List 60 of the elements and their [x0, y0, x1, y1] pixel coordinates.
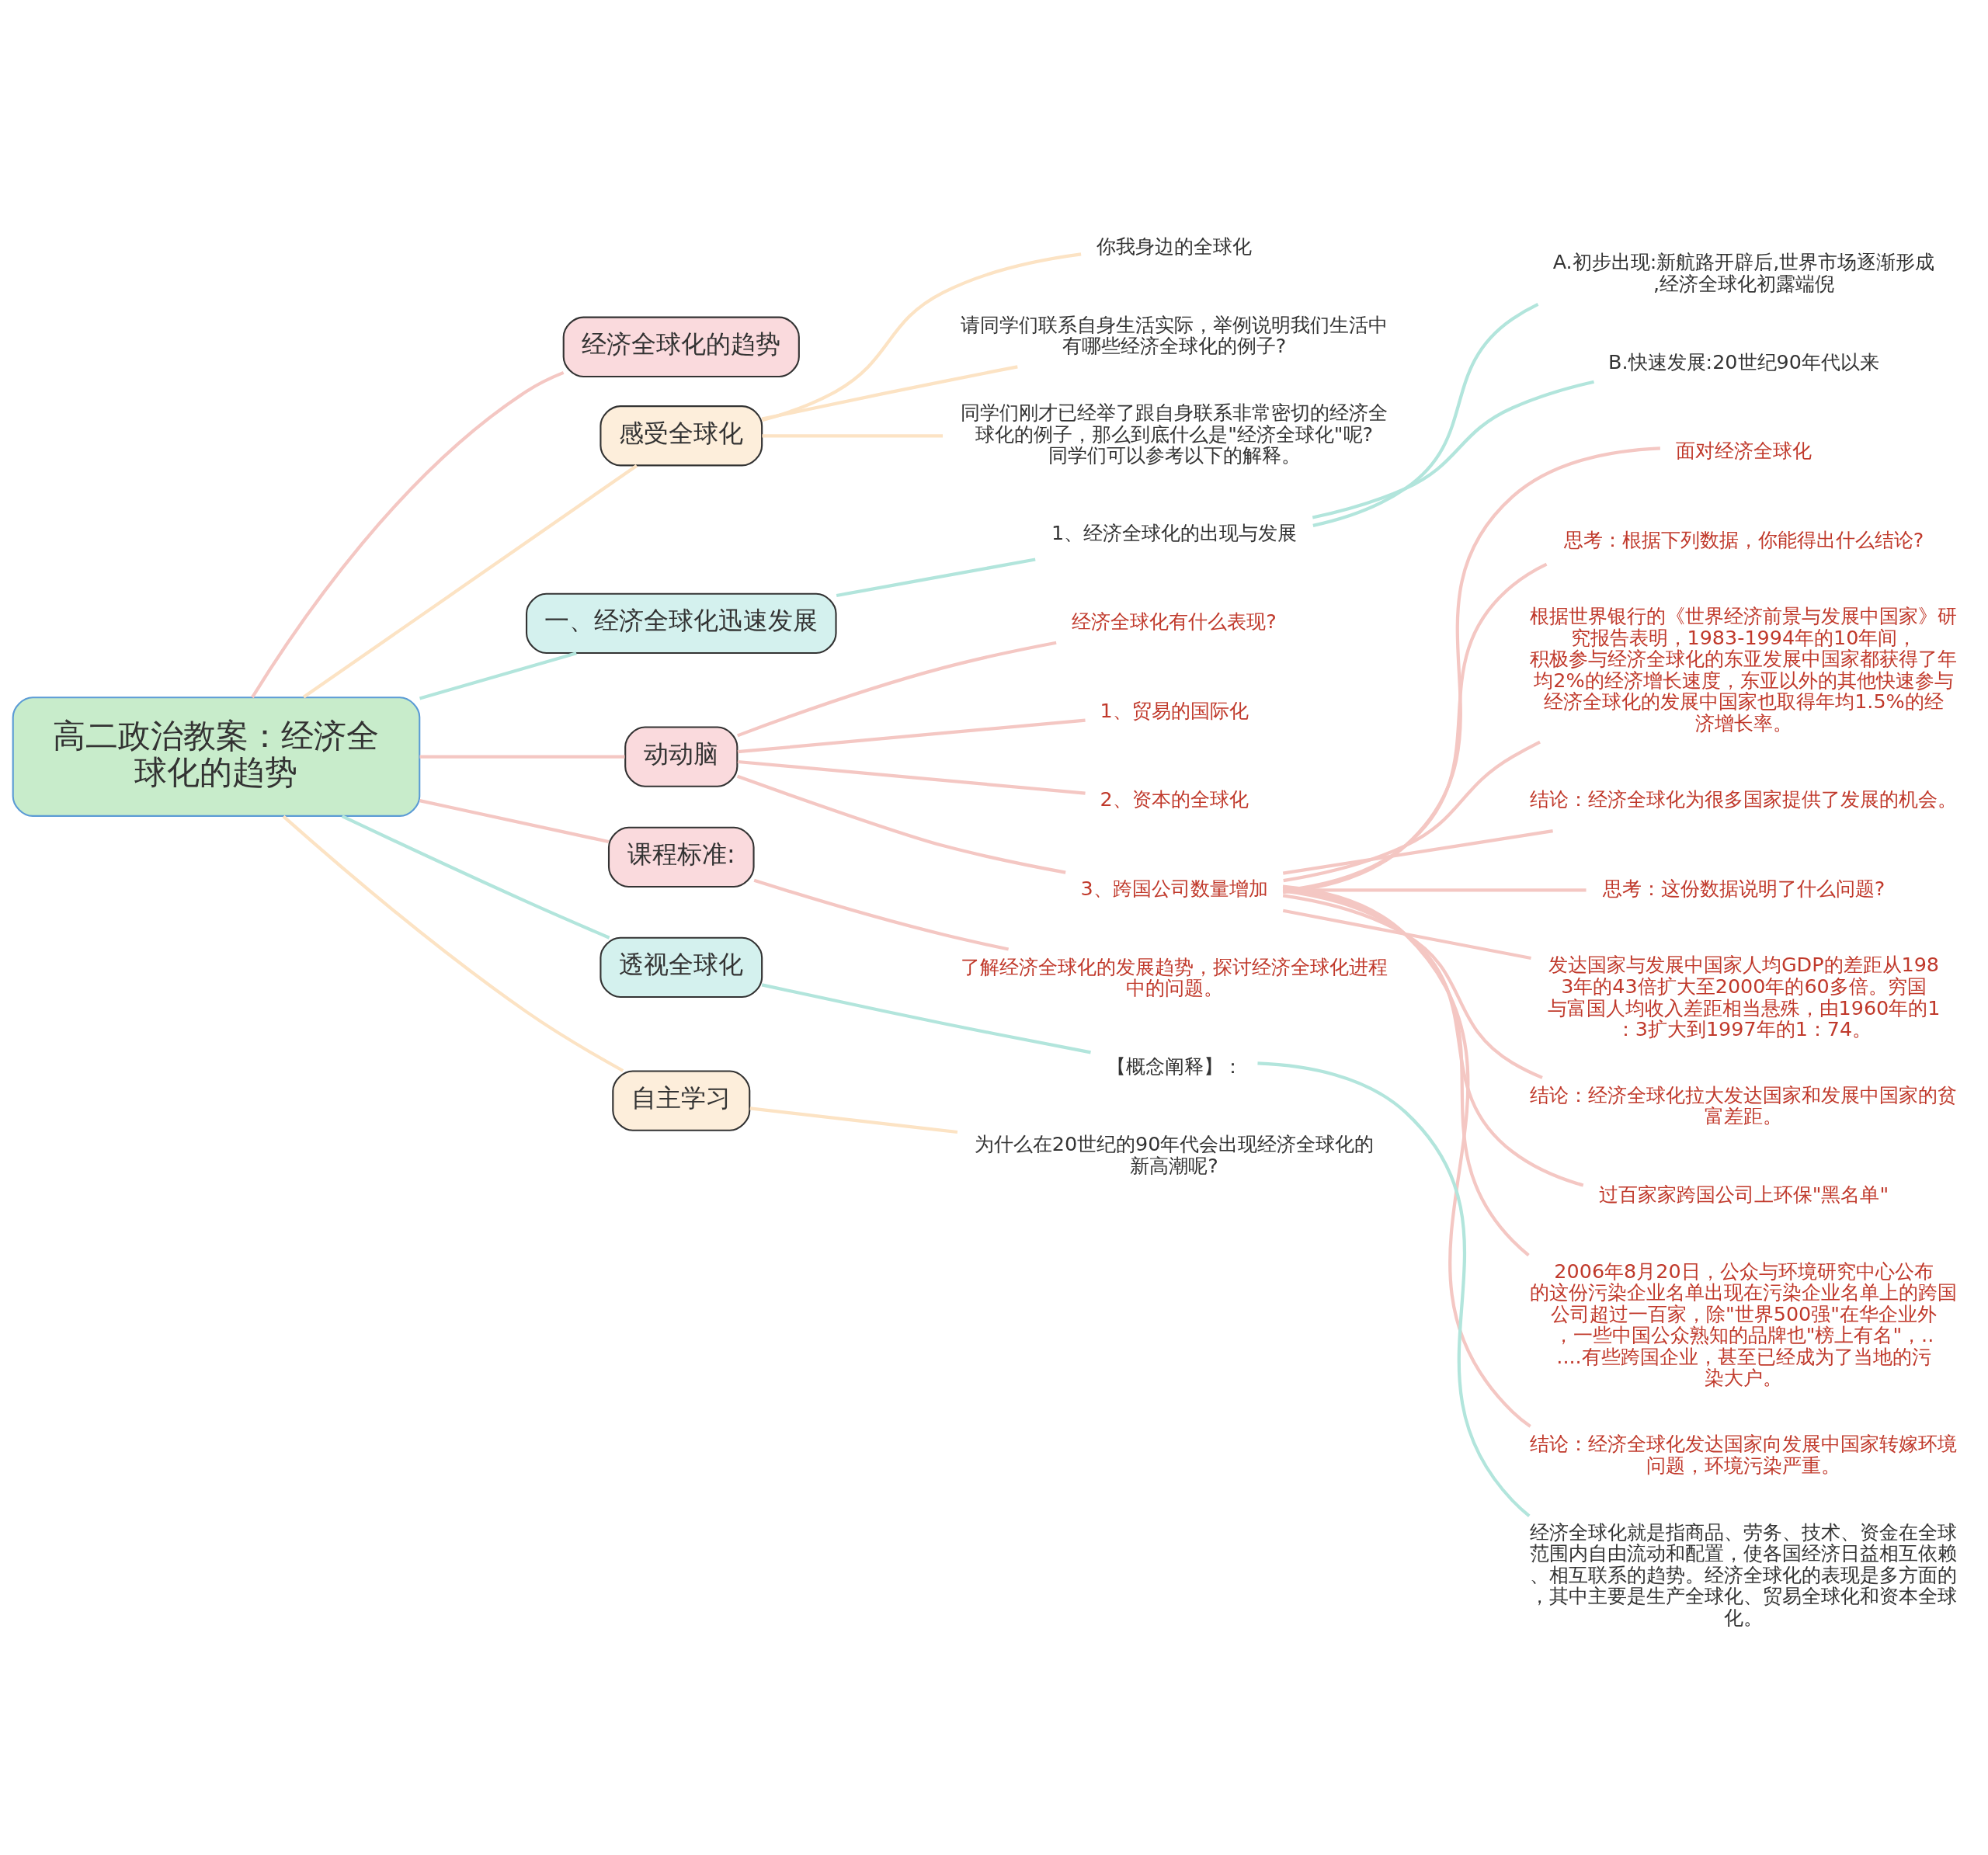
node-box: 感受全球化 — [600, 405, 763, 467]
node-text: 根据世界银行的《世界经济前景与发展中国家》研究报告表明，1983-1994年的10年间，积极参与经济全球化的东亚发展中国家都获得了年均2%的经济增长速度，东亚以外的其他快速参与经济全球化的发展中国家也取得年均1.5%的经济增长率。 — [1530, 604, 1958, 735]
node-box: 透视全球化 — [600, 936, 763, 999]
node-text: 你我身边的全球化 — [1097, 234, 1253, 259]
node-text: 结论：经济全球化发达国家向发展中国家转嫁环境问题，环境污染严重。 — [1530, 1432, 1958, 1477]
connector — [737, 718, 1086, 754]
connector — [836, 558, 1036, 598]
connector — [251, 370, 565, 699]
node-text: 过百家家跨国公司上环保"黑名单" — [1598, 1183, 1889, 1207]
node-box: 自主学习 — [612, 1070, 751, 1131]
connector — [753, 878, 1010, 951]
connector — [736, 774, 1066, 874]
connector — [419, 651, 577, 700]
node-text: 了解经济全球化的发展趋势，探讨经济全球化进程中的问题。 — [961, 954, 1388, 1000]
node-box: 一、经济全球化迅速发展 — [525, 592, 837, 655]
connector — [419, 755, 625, 759]
connector — [761, 365, 1018, 421]
connector — [1282, 884, 1531, 1428]
connector — [1282, 887, 1530, 1257]
node-text: 结论：经济全球化拉大发达国家和发展中国家的贫富差距。 — [1530, 1082, 1958, 1128]
connector — [341, 815, 610, 940]
node-text: 2、资本的全球化 — [1100, 787, 1249, 811]
node-box: 动动脑 — [624, 726, 739, 787]
node-text: A.初步出现:新航路开辟后,世界市场逐渐形成,经济全球化初露端倪 — [1552, 250, 1935, 295]
node-text: 思考：这份数据说明了什么问题? — [1602, 876, 1885, 900]
node-text: 同学们刚才已经举了跟自身联系非常密切的经济全球化的例子，那么到底什么是"经济全球化"呢?同学们可以参考以下的解释。 — [961, 401, 1388, 467]
connector — [1282, 446, 1660, 894]
connector — [749, 1106, 958, 1134]
connector — [737, 641, 1057, 738]
connector — [761, 252, 1082, 422]
node-text: 结论：经济全球化为很多国家提供了发展的机会。 — [1530, 787, 1958, 811]
node-text: 2006年8月20日，公众与环境研究中心公布的这份污染企业名单出现在污染企业名单上的跨国公司超过一百家，除"世界500强"在华企业外，一些中国公众熟知的品牌也"榜上有名"，......有些跨国企业，甚至已经成为了当地的污染大户。 — [1530, 1259, 1958, 1390]
node-text: 【概念阐释】： — [1106, 1054, 1242, 1078]
node-text: 3、跨国公司数量增加 — [1080, 876, 1268, 900]
connector — [1282, 908, 1531, 961]
connector — [1282, 829, 1553, 875]
node-text: 经济全球化就是指商品、劳务、技术、资金在全球范围内自由流动和配置，使各国经济日益相互依赖、相互联系的趋势。经济全球化的表现是多方面的，其中主要是生产全球化、贸易全球化和资本全球化。 — [1530, 1520, 1958, 1629]
node-text: 请同学们联系自身生活实际，举例说明我们生活中有哪些经济全球化的例子? — [961, 312, 1388, 358]
node-text: 为什么在20世纪的90年代会出现经济全球化的新高潮呢? — [974, 1132, 1375, 1177]
connector — [282, 815, 624, 1072]
node-text: 发达国家与发展中国家人均GDP的差距从1983年的43倍扩大至2000年的60多倍。穷国与富国人均收入差距相当悬殊，由1960年的1：3扩大到1997年的1：74。 — [1547, 953, 1941, 1041]
connector — [1312, 380, 1594, 519]
connector — [762, 434, 944, 438]
connector — [1257, 1061, 1531, 1517]
node-text: 1、经济全球化的出现与发展 — [1051, 521, 1298, 545]
connector — [302, 464, 638, 699]
node-text: 思考：根据下列数据，你能得出什么结论? — [1563, 527, 1924, 551]
node-text: 经济全球化有什么表现? — [1072, 610, 1277, 634]
node-box: 高二政治教案：经济全球化的趋势 — [12, 696, 421, 817]
node-text: B.快速发展:20世纪90年代以来 — [1608, 349, 1879, 373]
connector — [761, 983, 1091, 1054]
connector — [1283, 740, 1541, 883]
node-box: 课程标准: — [607, 826, 755, 888]
connector — [737, 759, 1086, 795]
connector — [1312, 303, 1539, 527]
connector — [1282, 894, 1543, 1079]
node-text: 1、贸易的国际化 — [1100, 698, 1249, 722]
node-box: 经济全球化的趋势 — [562, 316, 800, 377]
connector — [419, 799, 610, 844]
node-text: 面对经济全球化 — [1675, 439, 1812, 463]
